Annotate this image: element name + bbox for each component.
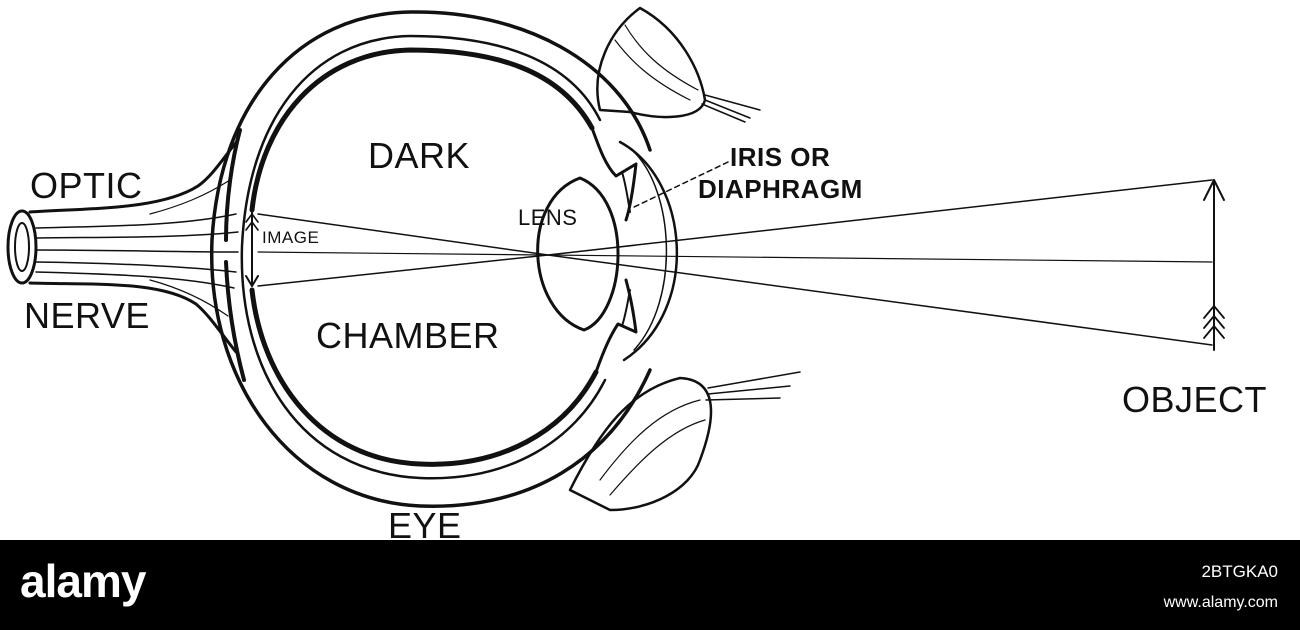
label-iris-line2: DIAPHRAGM xyxy=(698,174,863,204)
eye-diagram: OPTIC NERVE DARK CHAMBER LENS IMAGE IRIS… xyxy=(6,6,1268,544)
watermark-banner: alamy 2BTGKA0 www.alamy.com xyxy=(0,540,1300,630)
upper-eyelid xyxy=(596,6,707,119)
optic-nerve-outline-lower xyxy=(28,281,238,354)
eye-illustration xyxy=(6,6,1225,512)
label-eye: EYE xyxy=(388,505,462,546)
retina-upper xyxy=(249,47,595,213)
cornea xyxy=(618,140,678,362)
label-dark: DARK xyxy=(368,135,471,176)
lens xyxy=(536,176,620,332)
retina-lower xyxy=(249,287,599,467)
label-iris-line1: IRIS OR xyxy=(730,142,831,172)
optic-nerve-outline xyxy=(28,138,240,214)
label-chamber: CHAMBER xyxy=(316,315,500,356)
label-nerve: NERVE xyxy=(24,295,150,336)
iris-leader xyxy=(631,161,729,209)
label-optic: OPTIC xyxy=(30,165,143,206)
lower-eyelid xyxy=(568,376,713,512)
label-image: IMAGE xyxy=(262,228,320,247)
watermark-site: www.alamy.com xyxy=(1163,594,1278,611)
choroid-layer xyxy=(240,34,607,480)
watermark-logo: alamy xyxy=(20,555,146,607)
watermark-image-id: 2BTGKA0 xyxy=(1201,562,1278,581)
iris-upper xyxy=(590,126,638,222)
label-lens: LENS xyxy=(518,205,578,230)
optic-nerve-end xyxy=(6,209,38,285)
label-object: OBJECT xyxy=(1122,379,1268,420)
ray-axis xyxy=(257,251,1213,263)
iris-lower xyxy=(594,278,638,374)
sclera-outer xyxy=(210,10,652,508)
